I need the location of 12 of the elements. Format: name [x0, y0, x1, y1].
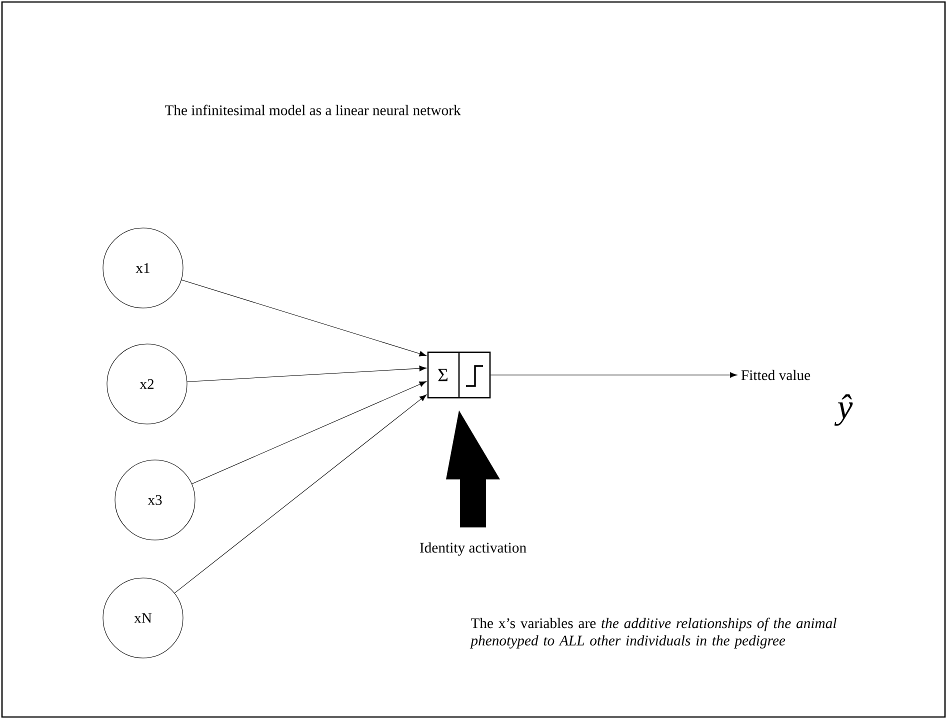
output-label: Fitted value — [741, 370, 810, 380]
output-symbol: ŷ — [834, 394, 853, 426]
block-arrow — [446, 410, 500, 528]
arrow — [181, 280, 427, 356]
arrow — [490, 372, 738, 378]
arrow — [186, 366, 426, 382]
note: The x’s variables are the additive relationships of the animal phenotyped to ALL other individuals in the pedigree — [470, 618, 836, 649]
arrow — [174, 394, 427, 594]
activation-label: Identity activation — [420, 542, 526, 556]
neuron-box: Σ — [427, 352, 491, 398]
arrow — [192, 381, 427, 484]
title: The infinitesimal model as a linear neural network — [164, 104, 461, 116]
